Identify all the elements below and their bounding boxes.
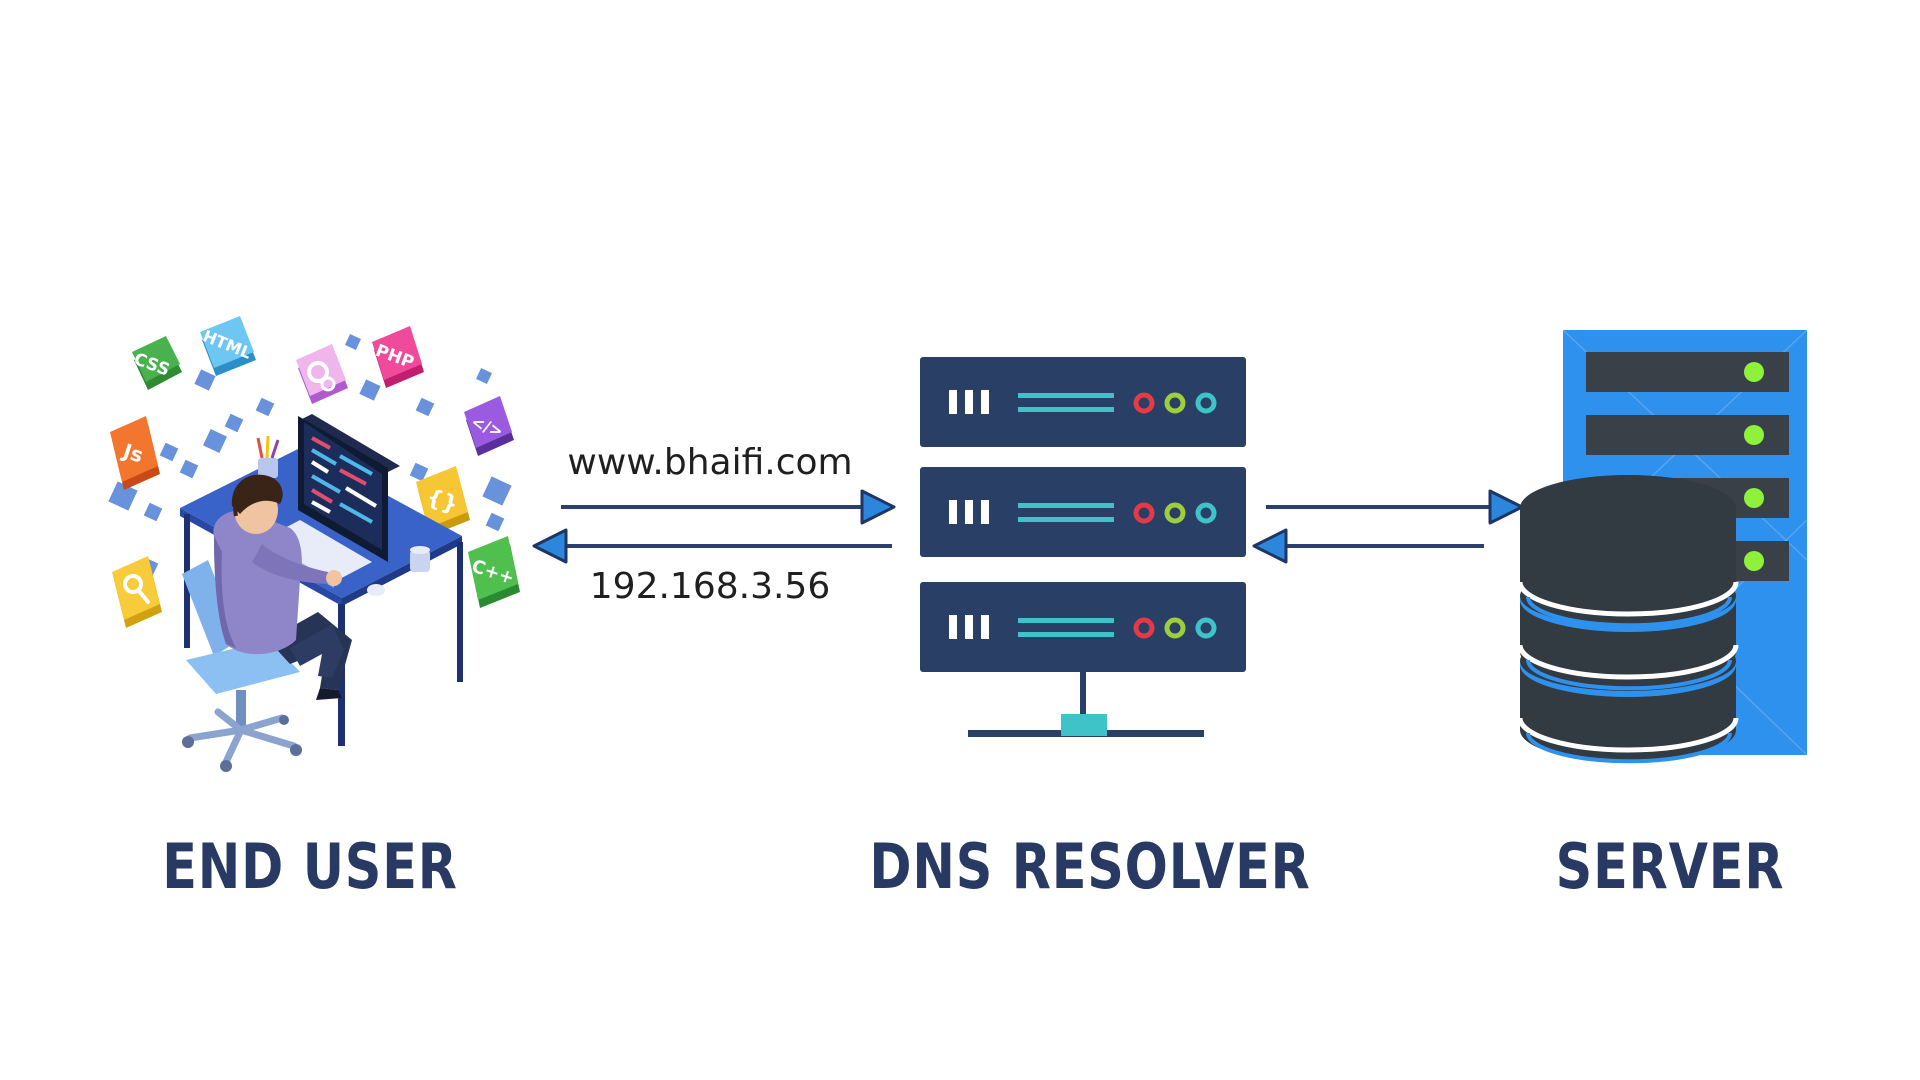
arrow-dns-to-user [532, 528, 892, 564]
arrow-dns-to-server [1266, 489, 1524, 525]
server-label: SERVER [1555, 830, 1785, 903]
mouse [367, 584, 385, 596]
server-icon [1562, 329, 1808, 756]
code-tile: </> [464, 396, 514, 456]
dns-resolver-label: DNS RESOLVER [869, 830, 1311, 903]
pencil-cup [256, 435, 280, 478]
rack-unit [920, 582, 1246, 672]
js-tile: Js [110, 416, 160, 490]
mug [410, 546, 430, 572]
php-tile: PHP [372, 326, 424, 388]
response-ip-label: 192.168.3.56 [589, 566, 831, 607]
end-user-illustration: CSS HTML PHP </> [108, 316, 520, 772]
monitor [298, 414, 400, 640]
dns-resolver-icon [920, 357, 1246, 737]
css-tile: CSS [131, 336, 182, 390]
end-user-label: END USER [162, 830, 458, 903]
html-tile: HTML [200, 316, 256, 376]
search-tile [112, 556, 162, 628]
server-slot [1586, 415, 1789, 455]
database-icon [1517, 475, 1739, 764]
rack-unit [920, 357, 1246, 447]
person [213, 474, 352, 700]
rack-unit [920, 467, 1246, 557]
request-domain-label: www.bhaifi.com [567, 442, 853, 483]
arrow-server-to-dns [1252, 528, 1484, 564]
server-slot [1586, 352, 1789, 392]
gear-tile [296, 344, 348, 404]
arrow-user-to-dns [561, 489, 896, 525]
cpp-tile: C++ [468, 536, 520, 608]
